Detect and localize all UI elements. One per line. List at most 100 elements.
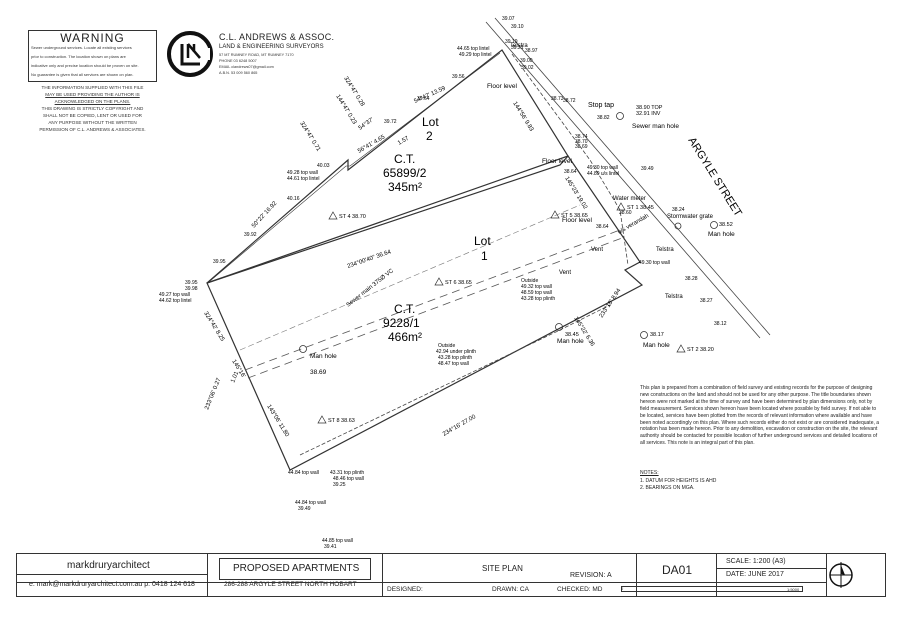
level-text: 38.24	[672, 207, 685, 213]
station-label: ST 4 38.70	[339, 214, 366, 220]
bearing-label: 50°22' 16.92	[251, 200, 279, 229]
spot-height: 39.21	[511, 45, 524, 51]
vent-label: Vent	[591, 247, 603, 253]
level-text: 48.47 top wall	[438, 361, 469, 367]
firm-abn: A.B.N. 53 009 560 865	[219, 71, 258, 75]
station-label: ST 1 38.45	[627, 205, 654, 211]
manhole-label: Man hole	[643, 342, 670, 349]
station-icon	[550, 210, 560, 219]
warning-line: Sewer underground services. Locate all e…	[31, 45, 132, 50]
spot-height: 38.72	[563, 98, 576, 104]
info-line: THIS DRAWING IS STRICTLY COPYRIGHT AND	[41, 106, 144, 111]
lot1-area: 466m²	[388, 330, 422, 344]
lot2-area: 345m²	[388, 180, 422, 194]
easement-line	[239, 204, 581, 351]
spot-height: 38.82	[597, 115, 610, 121]
sewer-main	[244, 229, 623, 379]
spot-height: 39.64	[417, 96, 430, 102]
floor-level-label: Floor level	[542, 158, 573, 165]
level-text: Outside	[521, 278, 538, 284]
bearing-label: 143°06' 11.80	[265, 404, 290, 439]
level-text: 48.46 top wall	[333, 476, 364, 482]
revision: REVISION: A	[570, 572, 612, 579]
info-line: ACKNOWLEDGED ON THE PLANS.	[54, 99, 131, 104]
vent-label: Vent	[559, 270, 571, 276]
spot-height: 38.70	[575, 139, 588, 145]
notes-heading: NOTES:	[640, 470, 659, 476]
drawing-number: DA01	[662, 563, 693, 577]
project-title: PROPOSED APARTMENTS	[233, 563, 360, 574]
firm-address: 57 MT RUMNEY ROAD, MT RUMNEY 7170	[219, 53, 294, 57]
level-text: 49.28 top wall	[287, 170, 318, 176]
manhole-icon	[299, 345, 307, 353]
lot2-ct: C.T.	[394, 152, 415, 166]
level-text: 44.84 top wall	[295, 500, 326, 506]
spot-height: 38.28	[685, 276, 698, 282]
level-text: 39.41	[324, 544, 337, 550]
architect-name: markdruryarchitect	[67, 560, 150, 571]
telstra-label: Telstra	[656, 247, 674, 253]
spot-height: 39.07	[502, 16, 515, 22]
station-label: ST 8 38.63	[328, 418, 355, 424]
spot-height: 40.03	[317, 163, 330, 169]
level-text: 43.31 top plinth	[330, 470, 364, 476]
street-boundary	[485, 17, 771, 339]
spot-height: 38.64	[596, 224, 609, 230]
title-divider	[17, 582, 826, 583]
sheet-title: SITE PLAN	[482, 564, 523, 573]
station-icon	[676, 344, 686, 353]
sewer-main-label: Sewer main 375Ø VC	[346, 268, 396, 309]
copyright-info: THE INFORMATION SUPPLIED WITH THIS FILE …	[30, 84, 155, 133]
level-text: 44.65 top lintel	[457, 46, 490, 52]
level-text: 44.89 u/s lintel	[587, 171, 619, 177]
info-line: THE INFORMATION SUPPLIED WITH THIS FILE	[41, 85, 144, 90]
water-meter-label: Water meter	[613, 196, 646, 202]
lot2-number: 2	[426, 129, 433, 143]
scale-bar-end: 1:5000	[787, 587, 800, 592]
bearing-label: 144°56' 9.83	[511, 101, 534, 133]
scale-cell: SCALE: 1:200 (A3) DATE: JUNE 2017	[716, 554, 827, 596]
info-line: MAY BE USED PROVIDING THE AUTHOR IS	[45, 92, 140, 97]
lot2-inner	[209, 52, 501, 282]
scale-bar-start: 0	[621, 586, 624, 591]
warning-line: indicative only and precise location sho…	[31, 63, 139, 68]
spot-height: 38.27	[700, 298, 713, 304]
spot-height: 38.64	[564, 169, 577, 175]
level-text: 39.49	[641, 166, 654, 172]
manhole-icon	[710, 221, 718, 229]
sheet-cell: SITE PLAN REVISION: A	[382, 554, 637, 596]
spot-height: 39.10	[511, 24, 524, 30]
manhole-label: Man hole	[310, 353, 337, 360]
info-line: PERMISSION OF C.L. ANDREWS & ASSOCIATES.	[39, 127, 146, 132]
spot-height: 39.72	[384, 119, 397, 125]
lot2-ct-number: 65899/2	[383, 166, 427, 180]
level-text: 39.49	[298, 506, 311, 512]
manhole-inv: 32.91 INV	[636, 111, 661, 117]
lot1-number: 1	[481, 249, 488, 263]
station-markers	[317, 202, 686, 424]
level-text: 44.84 top wall	[288, 470, 319, 476]
spot-height: 38.74	[575, 134, 588, 140]
level-text: 38.60	[619, 210, 632, 216]
architect-cell: markdruryarchitect e: mark@markdruryarch…	[17, 554, 208, 596]
firm-phone: PHONE 03 6248 5007	[219, 59, 257, 63]
spot-height: 38.12	[714, 321, 727, 327]
info-line: SHALL NOT BE COPIED, LENT OR USED FOR	[43, 113, 142, 118]
note-item: 1. DATUM FOR HEIGHTS IS AHD	[640, 478, 717, 484]
designed-label: DESIGNED:	[387, 586, 423, 593]
spot-height: 39.98	[185, 286, 198, 292]
bearing-label: 144°47' 0.23	[334, 94, 357, 126]
station-label: ST 5 38.65	[561, 213, 588, 219]
station-icon	[328, 211, 338, 220]
spot-height: 38.69	[575, 144, 588, 150]
level-text: 48.59 top wall	[521, 290, 552, 296]
stormwater-grate-icon	[674, 222, 682, 230]
spot-height: 40.16	[287, 196, 300, 202]
architect-contact: e: mark@markdruryarchitect.com.au p: 041…	[29, 581, 195, 588]
bearing-label: 1.57	[397, 135, 411, 146]
spot-height: 38.73	[551, 96, 564, 102]
manhole-rl: 38.52	[719, 222, 733, 228]
manhole-rl: 38.69	[310, 369, 327, 376]
manhole-icon	[640, 331, 648, 339]
drawn-label: DRAWN: CA	[492, 586, 529, 593]
